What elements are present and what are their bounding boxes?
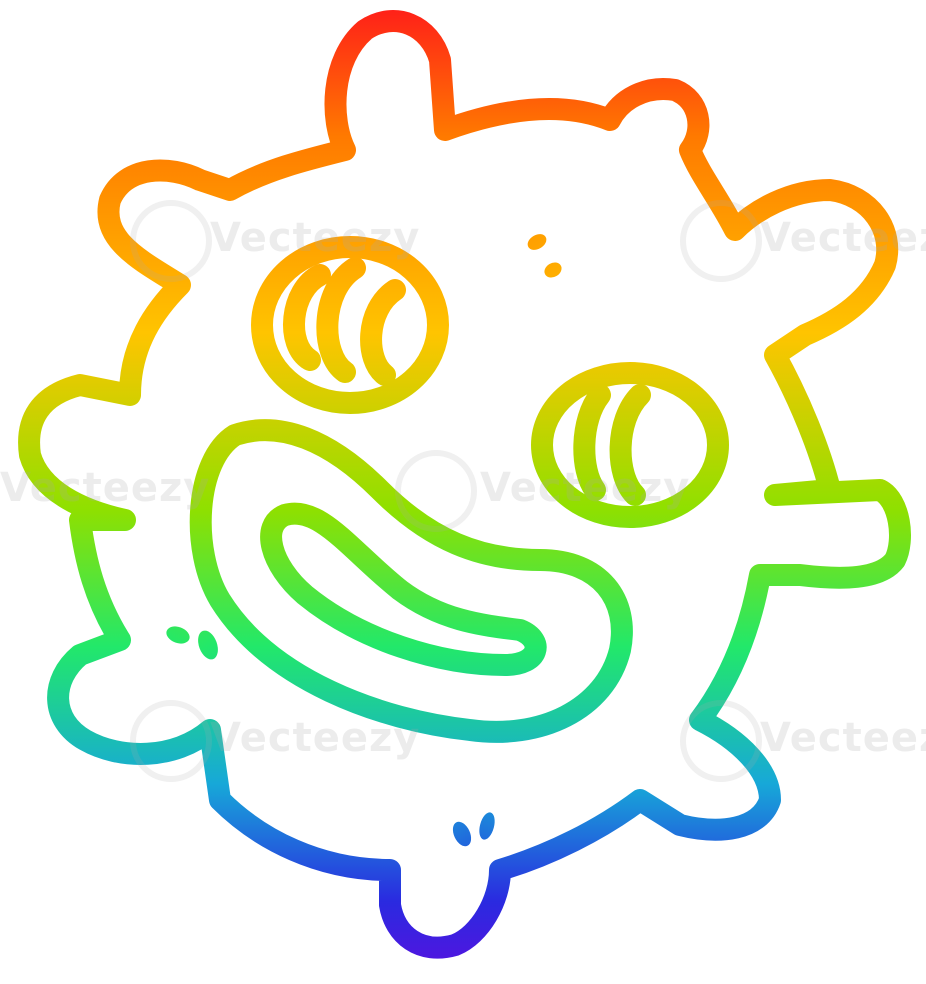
- right-eye-stripe-1: [573, 384, 611, 501]
- mouth-outer: [189, 419, 633, 743]
- spot-top-1: [527, 234, 547, 250]
- right-eye-stripe-2: [609, 384, 651, 506]
- left-eye-stripe-3: [360, 279, 406, 386]
- mouth-tongue: [260, 502, 547, 676]
- germ-body-outline: [18, 10, 911, 959]
- spot-bottom-2: [479, 812, 495, 840]
- right-eye: [531, 362, 729, 528]
- spot-left-1: [166, 626, 190, 644]
- spot-bottom-1: [452, 821, 472, 847]
- spot-left-2: [198, 630, 218, 660]
- left-eye-stripe-1: [283, 264, 331, 371]
- left-eye: [251, 236, 449, 414]
- spot-top-2: [544, 262, 562, 278]
- left-eye-stripe-2: [316, 257, 366, 383]
